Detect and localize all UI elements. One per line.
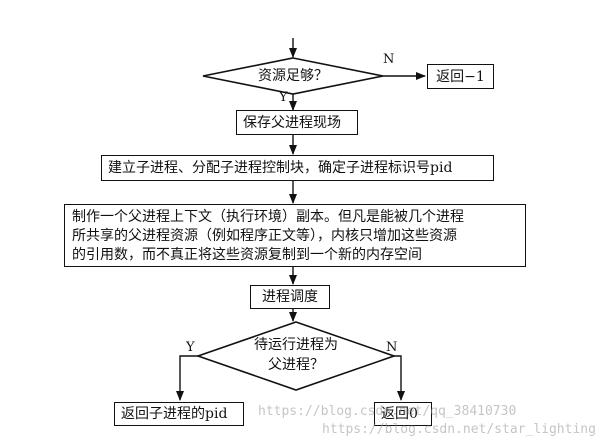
create-child-box: 建立子进程、分配子进程控制块，确定子进程标识号pid	[101, 155, 494, 181]
decision-resources-yes-label: Y	[279, 90, 288, 105]
decision-parent-no-label: N	[386, 340, 398, 355]
copy-context-line-1: 制作一个父进程上下文（执行环境）副本。但凡是能被几个进程	[72, 209, 464, 225]
copy-context-line-3: 的引用数，而不真正将这些资源复制到一个新的内存空间	[72, 247, 422, 263]
decision-resources-text: 资源足够？	[258, 68, 328, 84]
return-zero-box: 返回0	[374, 402, 432, 426]
arrow-no-to-return-zero	[394, 355, 405, 401]
copy-context-line-2: 所共享的父进程资源（例如程序正文等），内核只增加这些资源	[72, 228, 457, 244]
decision-parent-line-1: 待运行进程为	[254, 337, 338, 353]
watermark-1: https://blog.csdn.net/qq_38410730	[258, 404, 517, 419]
arrow-yes-to-return-pid	[176, 355, 198, 401]
schedule-box: 进程调度	[250, 285, 330, 309]
decision-parent-diamond	[195, 321, 397, 391]
save-context-box: 保存父进程现场	[236, 110, 358, 135]
return-child-pid-box: 返回子进程的pid	[114, 402, 244, 426]
decision-parent-yes-label: Y	[186, 340, 195, 355]
return-error-box: 返回−1	[427, 64, 494, 89]
watermark-2: https://blog.csdn.net/star_lighting	[322, 422, 596, 437]
copy-context-box: 制作一个父进程上下文（执行环境）副本。但凡是能被几个进程 所共享的父进程资源（例…	[64, 204, 526, 267]
decision-parent-line-2: 父进程？	[268, 357, 324, 373]
decision-resources-no-label: N	[383, 52, 395, 67]
